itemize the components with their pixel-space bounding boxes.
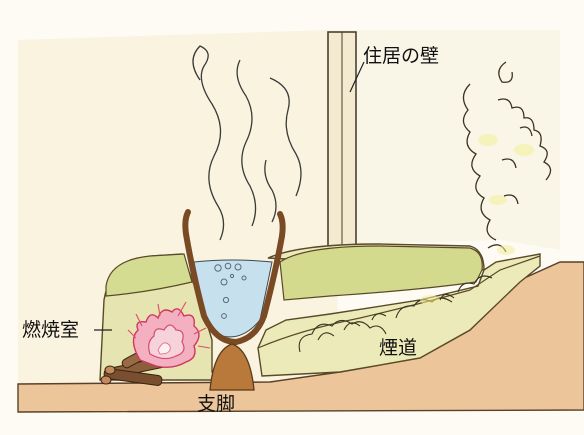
stove-rim-left (105, 253, 193, 297)
stove-body-right (257, 243, 541, 377)
house-wall-post (327, 31, 357, 248)
label-flue: 煙道 (379, 337, 418, 359)
label-combustion-chamber: 燃焼室 (22, 319, 80, 341)
flue-channel-line (257, 255, 541, 349)
pot-icon (182, 209, 286, 345)
label-trivet: 支脚 (197, 393, 236, 415)
label-house-wall: 住居の壁 (363, 45, 440, 67)
wall-shading-right (330, 30, 560, 250)
stove-rim-right (279, 245, 483, 301)
fire-icon (127, 301, 211, 369)
steam-icon (192, 45, 302, 241)
smoke-icon (462, 61, 552, 253)
wall-leader-line (349, 61, 365, 93)
trivet-icon (209, 343, 255, 391)
smoke-tint (420, 134, 534, 305)
